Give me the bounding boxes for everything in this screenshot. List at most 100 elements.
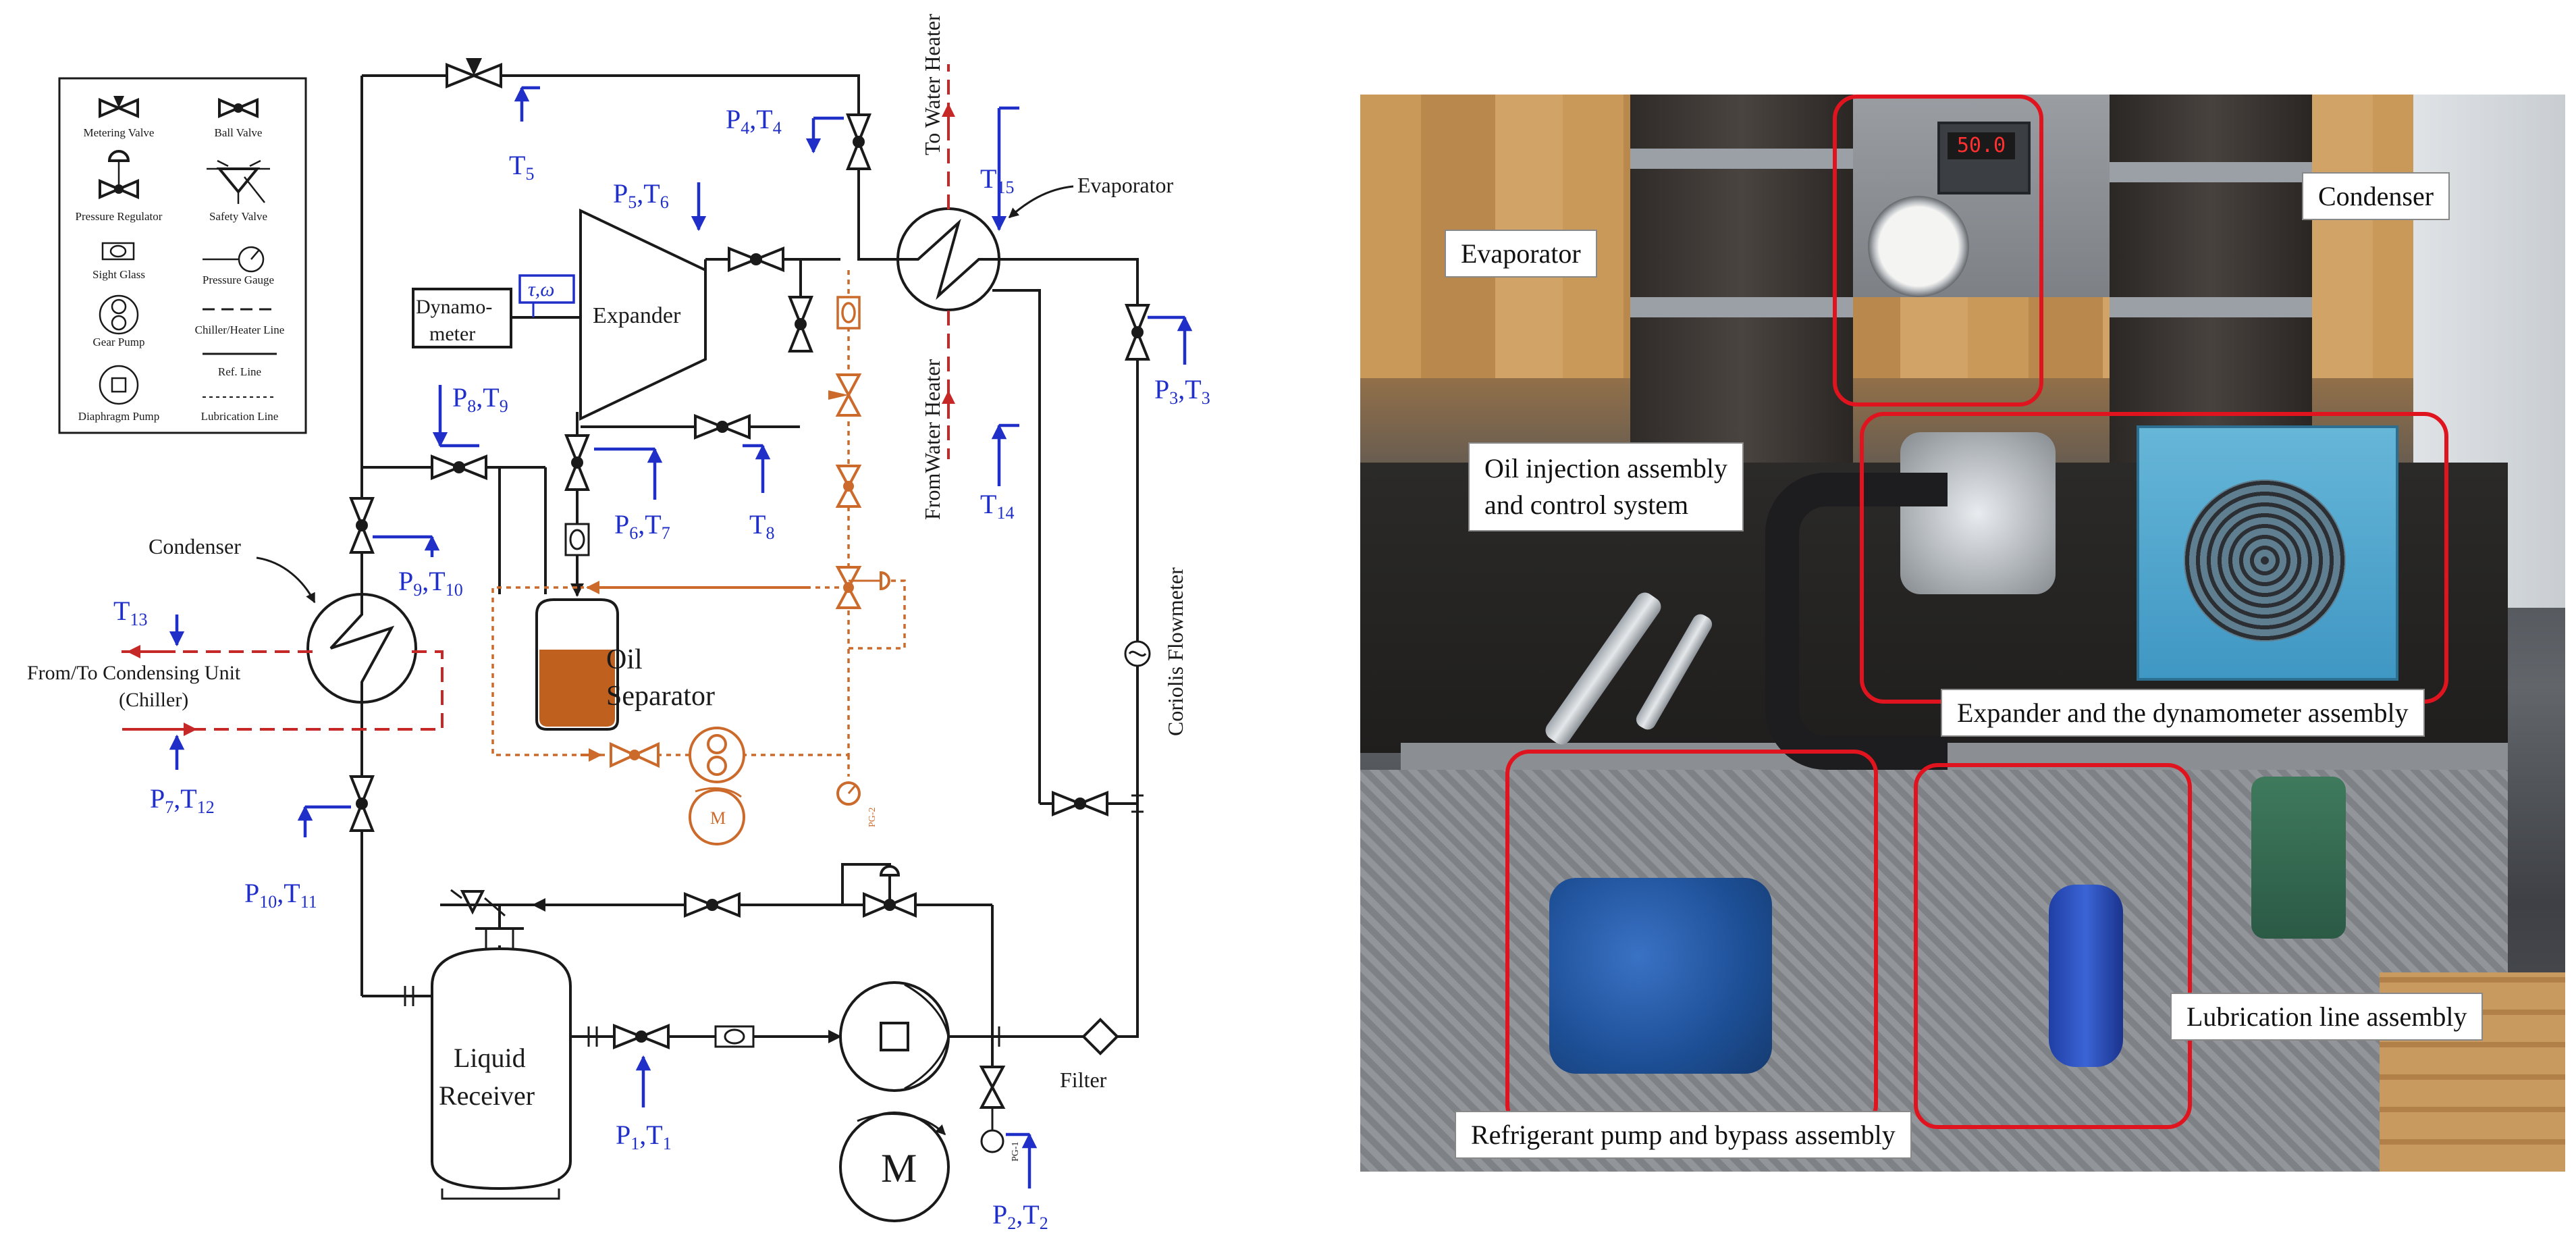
legend-safety-valve-icon [207, 159, 270, 204]
label-oil-injection-line-2: and control system [1484, 490, 1689, 520]
ball-valve-expander-inlet[interactable] [728, 246, 784, 272]
expander: Expander [579, 208, 707, 421]
sensor-p7t12: P7,T12 [150, 783, 215, 817]
highlight-lubrication [1914, 763, 2192, 1129]
pressure-regulator-bypass[interactable] [863, 865, 917, 918]
legend-pressure-gauge-label: Pressure Gauge [203, 273, 274, 286]
legend-sight-glass-label: Sight Glass [92, 268, 145, 281]
sensor-t8: T8 [749, 509, 774, 543]
sensor-p3t3: P3,T3 [1154, 374, 1210, 408]
oil-return-valve[interactable] [610, 741, 660, 768]
label-lubrication: Lubrication line assembly [2170, 993, 2484, 1041]
test-rig-photo: 50.0 Evaporator Condenser Oil injection … [1360, 95, 2565, 1172]
legend-metering-valve-icon [99, 96, 139, 119]
torque-speed-sensor: τ,ω [518, 274, 575, 317]
legend-lubrication-line-label: Lubrication Line [201, 410, 279, 423]
oil-separator-label-2: Separator [606, 681, 715, 712]
highlight-expander-dyno [1860, 412, 2448, 704]
legend-gear-pump-icon [99, 294, 139, 335]
metal-strap-4 [2110, 297, 2312, 317]
oil-pressure-regulator[interactable] [835, 566, 890, 609]
legend-sight-glass-icon [101, 242, 135, 261]
safety-valve [440, 889, 513, 917]
dynamometer-fan [2184, 479, 2346, 642]
oil-ball-valve[interactable] [835, 465, 862, 508]
sensor-p1t1: P1,T1 [616, 1120, 672, 1153]
legend-pressure-regulator-icon [99, 150, 139, 200]
condensing-unit-label-1: From/To Condensing Unit [27, 662, 241, 684]
ball-valve-bypass-mid[interactable] [684, 892, 741, 918]
controller-readout: 50.0 [1948, 132, 2015, 159]
torque-speed-label: τ,ω [528, 278, 554, 301]
expander-label: Expander [593, 303, 681, 328]
ball-valve-bypass-right[interactable] [1052, 791, 1108, 816]
to-water-heater-label: To Water Heater [920, 14, 944, 155]
oil-gear-pump [689, 727, 745, 783]
sensor-t14: T14 [980, 489, 1014, 523]
ball-valve-p2[interactable] [979, 1066, 1006, 1109]
filter-drier-photo [2049, 885, 2123, 1067]
sensor-p2t2: P2,T2 [992, 1199, 1048, 1233]
sensors: T5 P4,T4 T15 P5,T6 P3,T3 P8,T9 P6,T7 T8 … [113, 86, 1210, 1233]
coriolis-flowmeter: Coriolis Flowmeter [1124, 567, 1187, 736]
liquid-receiver: Liquid Receiver [404, 927, 572, 1200]
refrigerant-pump [839, 981, 950, 1092]
highlight-pump-bypass [1505, 750, 1878, 1129]
ball-valve-t8[interactable] [694, 414, 751, 440]
ball-valve-p8[interactable] [431, 454, 487, 480]
ball-valve-p4[interactable] [846, 113, 871, 170]
dynamometer-label-1: Dynamo- [416, 296, 492, 318]
pressure-gauge-photo [1868, 196, 1969, 297]
sensor-t13: T13 [113, 596, 147, 629]
filter: Filter [1060, 1018, 1119, 1092]
pump-motor-label: M [881, 1146, 917, 1191]
label-pump-bypass: Refrigerant pump and bypass assembly [1455, 1111, 1912, 1159]
label-oil-injection-line-1: Oil injection assembly [1484, 453, 1727, 484]
legend-ref-line-label: Ref. Line [218, 365, 261, 378]
table-frame [1401, 743, 2508, 773]
legend: Metering Valve Ball Valve Pressure Regul… [58, 77, 307, 434]
pump-motor: M [839, 1112, 950, 1222]
sight-glass-liquid [714, 1025, 755, 1048]
ball-valve-p10[interactable] [349, 775, 375, 832]
system-schematic: Metering Valve Ball Valve Pressure Regul… [27, 14, 1210, 1233]
legend-diaphragm-pump-icon [99, 365, 139, 405]
legend-pressure-gauge-icon [203, 246, 265, 273]
oil-separator-label-1: Oil [606, 644, 643, 675]
evaporator-label: Evaporator [1077, 173, 1174, 197]
liquid-receiver-label-2: Receiver [439, 1080, 535, 1111]
condenser-label: Condenser [149, 534, 241, 558]
liquid-receiver-label-1: Liquid [454, 1043, 526, 1073]
flowmeter-photo [2251, 777, 2346, 939]
ball-valve-p1[interactable] [613, 1024, 670, 1049]
legend-pressure-regulator-label: Pressure Regulator [76, 210, 163, 223]
oil-metering-valve[interactable] [828, 373, 862, 417]
pump-motor-photo [1549, 878, 1772, 1074]
sight-glass-oil [564, 523, 590, 556]
condenser: Condenser [149, 534, 417, 704]
condensing-unit-label-2: (Chiller) [119, 689, 188, 711]
legend-safety-valve-label: Safety Valve [209, 210, 267, 223]
oil-pump-motor-label: M [710, 808, 726, 828]
sensor-t15: T15 [980, 163, 1014, 197]
metal-strap-1 [1630, 149, 1853, 169]
dynamometer: Dynamo- meter [412, 288, 545, 348]
metal-strap-2 [1630, 297, 1853, 317]
ball-valve-p9[interactable] [349, 497, 375, 554]
pressure-gauge-pg1: PG-1 [980, 1107, 1021, 1161]
legend-metering-valve-label: Metering Valve [84, 126, 155, 139]
label-evaporator: Evaporator [1445, 230, 1597, 278]
metering-valve-top[interactable] [446, 58, 502, 88]
sensor-p9t10: P9,T10 [398, 566, 463, 600]
label-expander-dyno: Expander and the dynamometer assembly [1941, 689, 2425, 737]
legend-ball-valve-icon [218, 97, 259, 119]
ball-valve-p3[interactable] [1125, 304, 1150, 361]
ball-valve-p6[interactable] [564, 434, 590, 491]
legend-gear-pump-label: Gear Pump [93, 336, 145, 348]
ball-valve-bypass-drop[interactable] [788, 296, 813, 352]
legend-chiller-heater-line-label: Chiller/Heater Line [195, 323, 285, 336]
legend-diaphragm-pump-label: Diaphragm Pump [78, 410, 159, 423]
legend-ball-valve-label: Ball Valve [215, 126, 263, 139]
sensor-p8t9: P8,T9 [452, 382, 508, 416]
sensor-p5t6: P5,T6 [613, 178, 669, 212]
